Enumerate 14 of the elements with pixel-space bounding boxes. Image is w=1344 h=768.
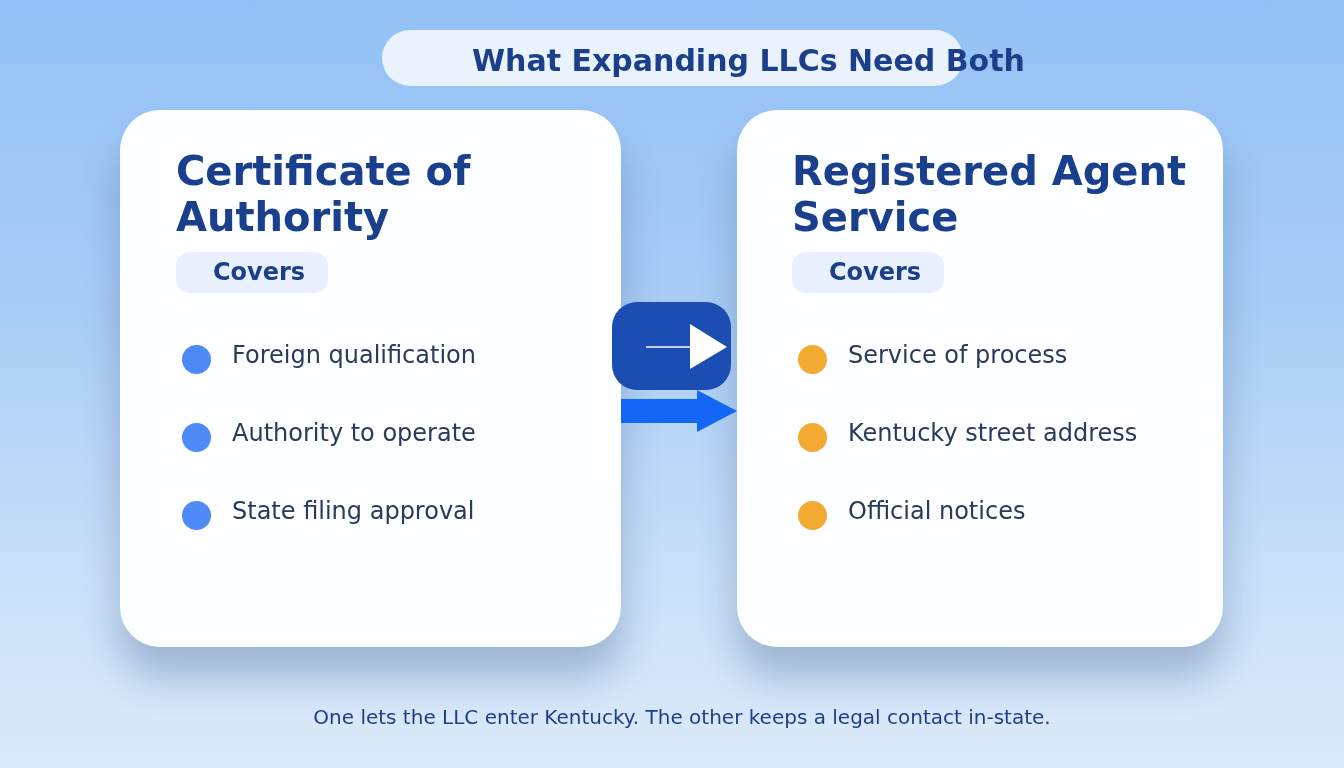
- caption: One lets the LLC enter Kentucky. The other keeps a legal contact in-state.: [313, 705, 1051, 729]
- list-item-text: Kentucky street address: [848, 418, 1138, 448]
- list-item-text: State filing approval: [232, 496, 475, 526]
- category-tag: Covers: [176, 252, 328, 293]
- info-card: [737, 110, 1223, 647]
- card-heading: Registered Agent Service: [792, 148, 1188, 240]
- list-item-text: Foreign qualification: [232, 340, 476, 370]
- card-heading: Certificate of Authority: [176, 148, 472, 240]
- info-card: [120, 110, 621, 647]
- list-item-text: Official notices: [848, 496, 1026, 526]
- category-tag: Covers: [792, 252, 944, 293]
- list-item-text: Service of process: [848, 340, 1068, 370]
- list-item-text: Authority to operate: [232, 418, 476, 448]
- arrow: [621, 390, 737, 432]
